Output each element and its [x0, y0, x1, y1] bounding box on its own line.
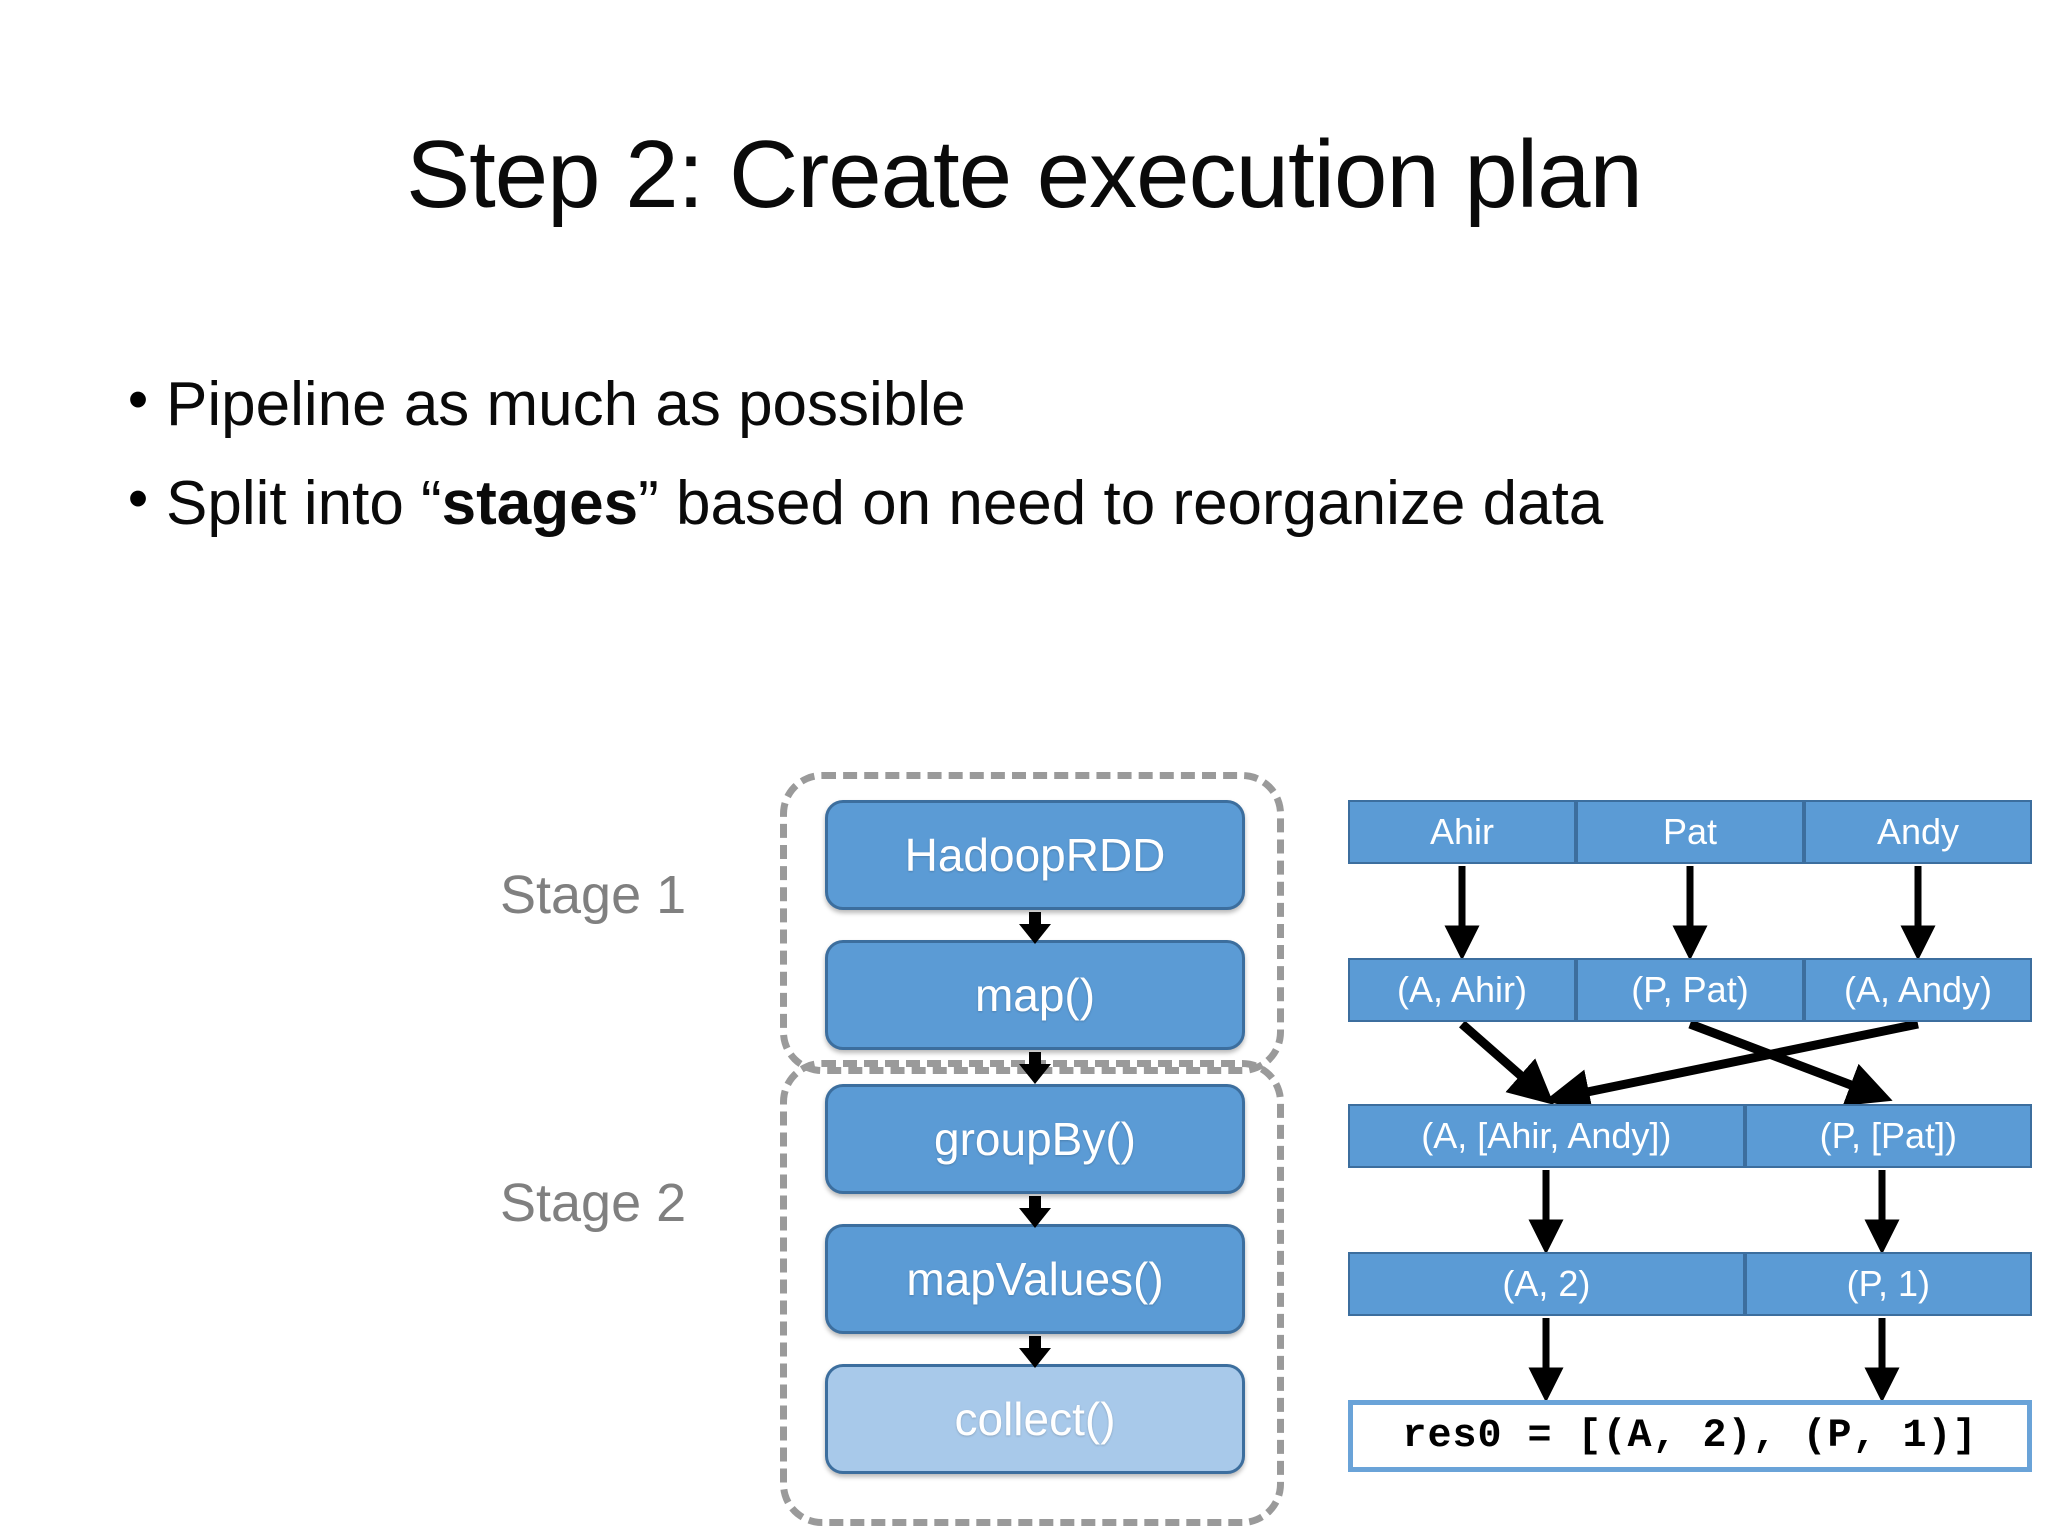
data-cell: (P, [Pat]): [1744, 1104, 2032, 1168]
result-output-box: res0 = [(A, 2), (P, 1)]: [1348, 1400, 2032, 1472]
arrow-groupby-to-mapvalues: [1019, 1196, 1051, 1228]
stage-pipeline-panel: Stage 1 Stage 2 HadoopRDD map() groupBy(…: [480, 772, 1320, 1526]
bullet-text-stages-before: Split into “: [166, 469, 442, 539]
operation-box-groupby[interactable]: groupBy(): [825, 1084, 1245, 1194]
bullet-text-stages-emphasis: stages: [441, 469, 639, 539]
bullet-marker-icon: •: [127, 367, 149, 432]
data-row-grouped: (A, [Ahir, Andy]) (P, [Pat]): [1348, 1104, 2032, 1168]
arrow-map-to-groupby: [1019, 1052, 1051, 1084]
arrow-hadooprdd-to-map: [1019, 912, 1051, 944]
data-cell: Ahir: [1348, 800, 1576, 864]
data-cell: Andy: [1804, 800, 2032, 864]
execution-plan-diagram: Stage 1 Stage 2 HadoopRDD map() groupBy(…: [0, 760, 2048, 1536]
data-row-mapped: (A, Ahir) (P, Pat) (A, Andy): [1348, 958, 2032, 1022]
bullet-text-pipeline: Pipeline as much as possible: [166, 370, 966, 439]
bullet-text-stages-after: ” based on need to reorganize data: [638, 469, 1604, 539]
bullet-marker-icon: •: [127, 466, 149, 532]
bullet-text-stages: Split into “stages” based on need to reo…: [166, 467, 1603, 540]
data-cell: (P, Pat): [1576, 958, 1804, 1022]
operation-box-mapvalues[interactable]: mapValues(): [825, 1224, 1245, 1334]
stage-2-label: Stage 2: [500, 1173, 687, 1233]
data-row-input: Ahir Pat Andy: [1348, 800, 2032, 864]
data-flow-panel: Ahir Pat Andy (A, Ahir) (P, Pat) (A, And…: [1348, 800, 2032, 1490]
operation-box-hadooprdd[interactable]: HadoopRDD: [825, 800, 1245, 910]
operation-box-collect[interactable]: collect(): [825, 1364, 1245, 1474]
bullet-item-pipeline: • Pipeline as much as possible: [110, 367, 1750, 441]
data-cell: (A, [Ahir, Andy]): [1348, 1104, 1745, 1168]
data-row-counted: (A, 2) (P, 1): [1348, 1252, 2032, 1316]
data-cell: (A, Andy): [1804, 958, 2032, 1022]
data-cell: (A, 2): [1348, 1252, 1745, 1316]
stage-1-label: Stage 1: [500, 865, 687, 925]
bullet-item-stages: • Split into “stages” based on need to r…: [110, 466, 1750, 540]
bullet-list: • Pipeline as much as possible • Split i…: [110, 367, 1750, 566]
data-cell: (P, 1): [1744, 1252, 2032, 1316]
page-title: Step 2: Create execution plan: [406, 121, 1643, 228]
operation-box-map[interactable]: map(): [825, 940, 1245, 1050]
data-cell: (A, Ahir): [1348, 958, 1576, 1022]
data-cell: Pat: [1576, 800, 1804, 864]
arrow-mapvalues-to-collect: [1019, 1336, 1051, 1368]
